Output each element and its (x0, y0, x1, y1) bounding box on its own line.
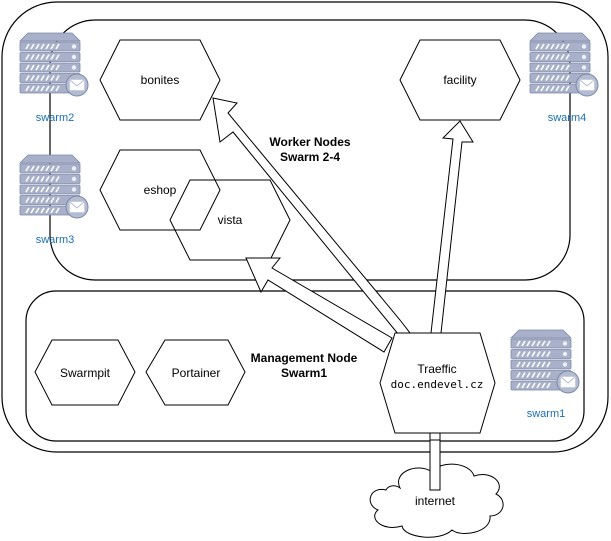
server-swarm1[interactable]: swarm1 (510, 329, 580, 420)
arrow-traefik-to-bonites (212, 97, 411, 341)
management-node-subtitle: Swarm1 (281, 366, 327, 380)
management-node-title: Management Node (251, 351, 358, 365)
server-mail-icon (510, 329, 580, 394)
worker-nodes-title: Worker Nodes (269, 135, 350, 149)
service-swarmpit[interactable]: Swarmpit (34, 339, 136, 406)
service-bonites[interactable]: bonites (99, 39, 221, 121)
worker-nodes-label: Worker Nodes Swarm 2-4 (269, 135, 350, 164)
server-swarm4-label: swarm4 (548, 112, 587, 124)
arrow-traefik-to-facility (430, 120, 474, 334)
internet-label: internet (415, 494, 456, 508)
service-facility[interactable]: facility (399, 39, 521, 121)
cloud-icon (369, 463, 504, 538)
arrow-internet-shaft (429, 439, 441, 491)
service-facility-label: facility (443, 73, 476, 87)
server-mail-icon (529, 32, 599, 97)
service-vista[interactable]: vista (169, 179, 291, 261)
service-vista-label: vista (218, 213, 243, 227)
management-node-label: Management Node Swarm1 (251, 351, 358, 380)
server-mail-icon (19, 154, 89, 219)
service-portainer[interactable]: Portainer (145, 339, 246, 406)
service-traefik[interactable]: Traeffic doc.endevel.cz (379, 332, 496, 434)
server-mail-icon (19, 32, 89, 97)
cluster-container (1, 1, 609, 453)
server-swarm2[interactable]: swarm2 (19, 32, 89, 124)
server-swarm1-label: swarm1 (527, 408, 566, 420)
service-eshop-label: eshop (144, 183, 177, 197)
arrow-traefik-to-vista (245, 257, 393, 353)
service-traefik-host: doc.endevel.cz (391, 378, 484, 391)
service-eshop[interactable]: eshop (99, 149, 221, 231)
server-swarm4[interactable]: swarm4 (529, 32, 599, 124)
server-swarm3[interactable]: swarm3 (19, 154, 89, 246)
service-bonites-label: bonites (141, 73, 180, 87)
service-swarmpit-label: Swarmpit (60, 366, 111, 380)
worker-nodes-subtitle: Swarm 2-4 (280, 150, 340, 164)
internet-cloud[interactable]: internet (369, 439, 504, 538)
service-traefik-name: Traeffic (417, 362, 456, 376)
service-portainer-label: Portainer (172, 366, 221, 380)
server-swarm2-label: swarm2 (36, 112, 75, 124)
server-swarm3-label: swarm3 (36, 234, 75, 246)
